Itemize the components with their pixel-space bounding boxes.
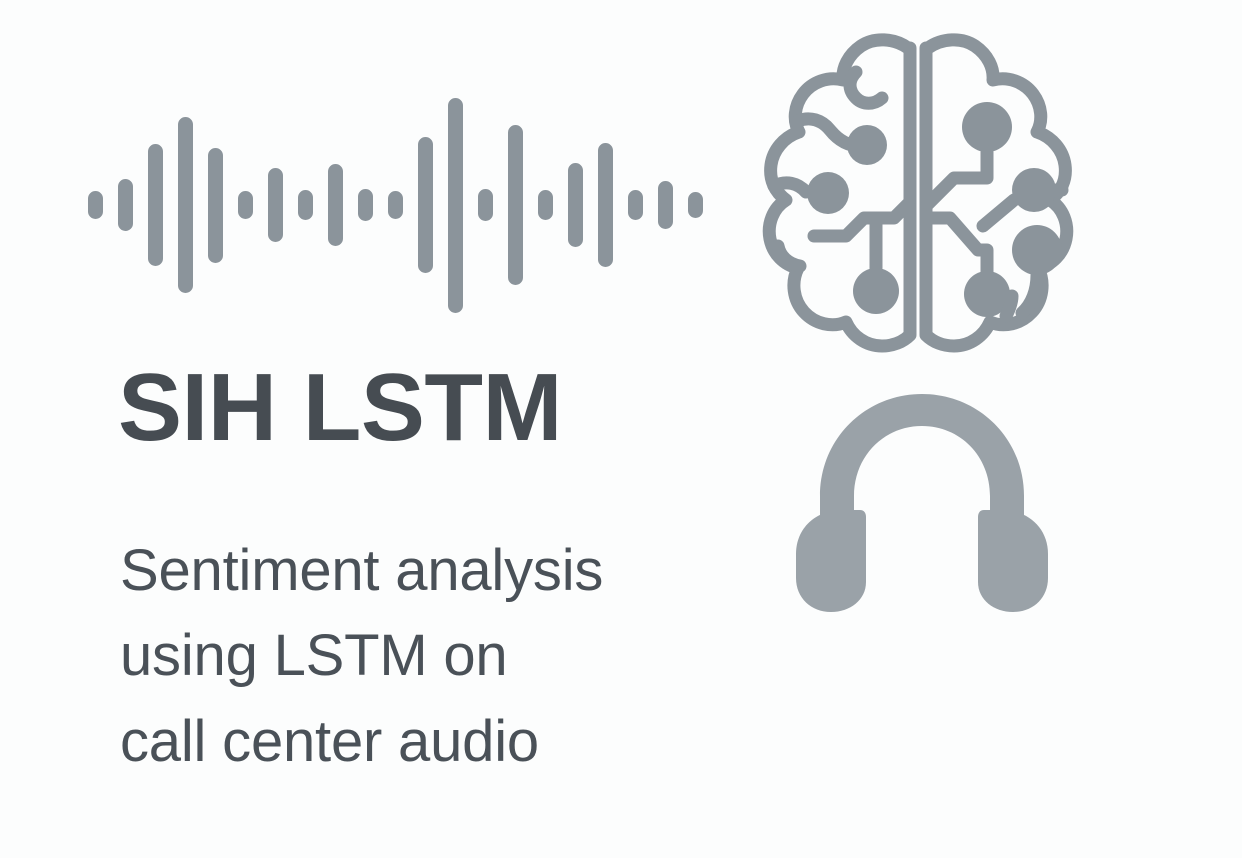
waveform-bar [688,192,703,218]
waveform-bar [478,189,493,221]
waveform-bar [208,147,223,263]
subtitle-line-2: using LSTM on [120,623,508,689]
page-subtitle: Sentiment analysis using LSTM on call ce… [120,528,740,784]
waveform-bar [148,144,163,266]
subtitle-line-3: call center audio [120,708,539,774]
waveform-bar [628,190,643,220]
waveform-bar [358,189,373,221]
waveform-bar [508,125,523,285]
audio-waveform-icon [88,40,703,313]
waveform-bar [538,190,553,220]
subtitle-line-1: Sentiment analysis [120,538,604,603]
brain-circuit-icon [736,28,1100,358]
waveform-bar [598,143,613,267]
waveform-bar [238,191,253,219]
waveform-bar [658,181,673,229]
waveform-bar [88,191,103,219]
waveform-bar [388,191,403,219]
waveform-bar [418,137,433,273]
waveform-bar [328,164,343,246]
waveform-bar [298,190,313,220]
waveform-bar [178,117,193,293]
waveform-bar [268,168,283,242]
waveform-bar [568,163,583,247]
waveform-bar [448,97,463,313]
headphones-icon [778,386,1066,618]
waveform-bar [118,179,133,231]
page-title: SIH LSTM [118,354,562,461]
